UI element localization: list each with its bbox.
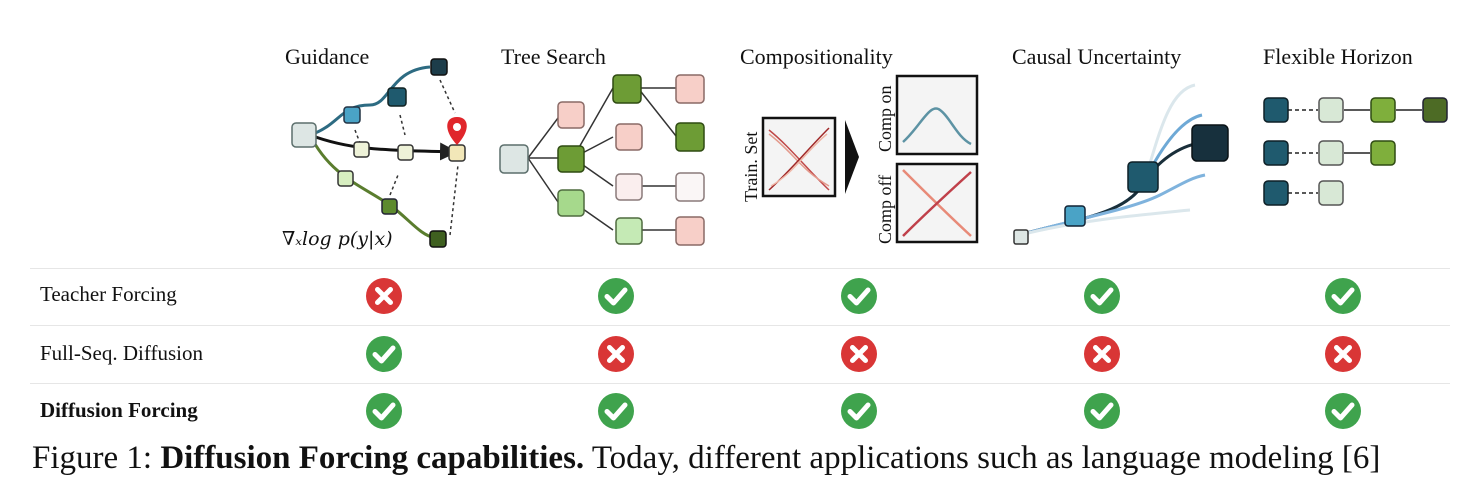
caption-prefix: Figure 1: [32,440,153,476]
figure-caption: Figure 1: Diffusion Forcing capabilities… [32,440,1380,477]
comp-on-label: Comp on [875,85,895,152]
row-divider [30,383,1450,384]
check-icon [366,393,402,429]
check-icon [841,278,877,314]
column-title-guidance: Guidance [285,44,370,69]
comp-off-label: Comp off [875,175,895,244]
cross-icon [366,278,402,314]
column-title-tree-search: Tree Search [501,44,606,69]
check-icon [1084,393,1120,429]
check-icon [1325,393,1361,429]
column-title-causal-uncertainty: Causal Uncertainty [1012,44,1182,69]
guidance-formula: ∇ₓlog p(y|x) [282,228,393,250]
check-icon [366,336,402,372]
check-icon [598,278,634,314]
caption-text: Today, different applications such as la… [591,440,1381,476]
cross-icon [1325,336,1361,372]
check-icon [841,393,877,429]
flexible-horizon-diagram [1263,97,1448,206]
cross-icon [841,336,877,372]
causal-uncertainty-diagram [1013,83,1229,245]
train-set-label: Train. Set [741,132,761,202]
check-icon [1084,278,1120,314]
tree-search-diagram [499,74,705,246]
column-title-compositionality: Compositionality [740,44,893,69]
cross-icon [1084,336,1120,372]
row-label-diffusion-forcing: Diffusion Forcing [40,398,198,422]
row-label-full-seq-diffusion: Full-Seq. Diffusion [40,341,203,365]
check-icon [1325,278,1361,314]
row-divider [30,325,1450,326]
check-icon [598,393,634,429]
column-title-flexible-horizon: Flexible Horizon [1263,44,1413,69]
row-label-teacher-forcing: Teacher Forcing [40,282,177,306]
cross-icon [598,336,634,372]
caption-bold: Diffusion Forcing capabilities. [160,440,585,476]
guidance-diagram [291,58,467,248]
row-divider [30,268,1450,269]
compositionality-diagram: Train. Set Comp on Comp off [741,74,979,244]
